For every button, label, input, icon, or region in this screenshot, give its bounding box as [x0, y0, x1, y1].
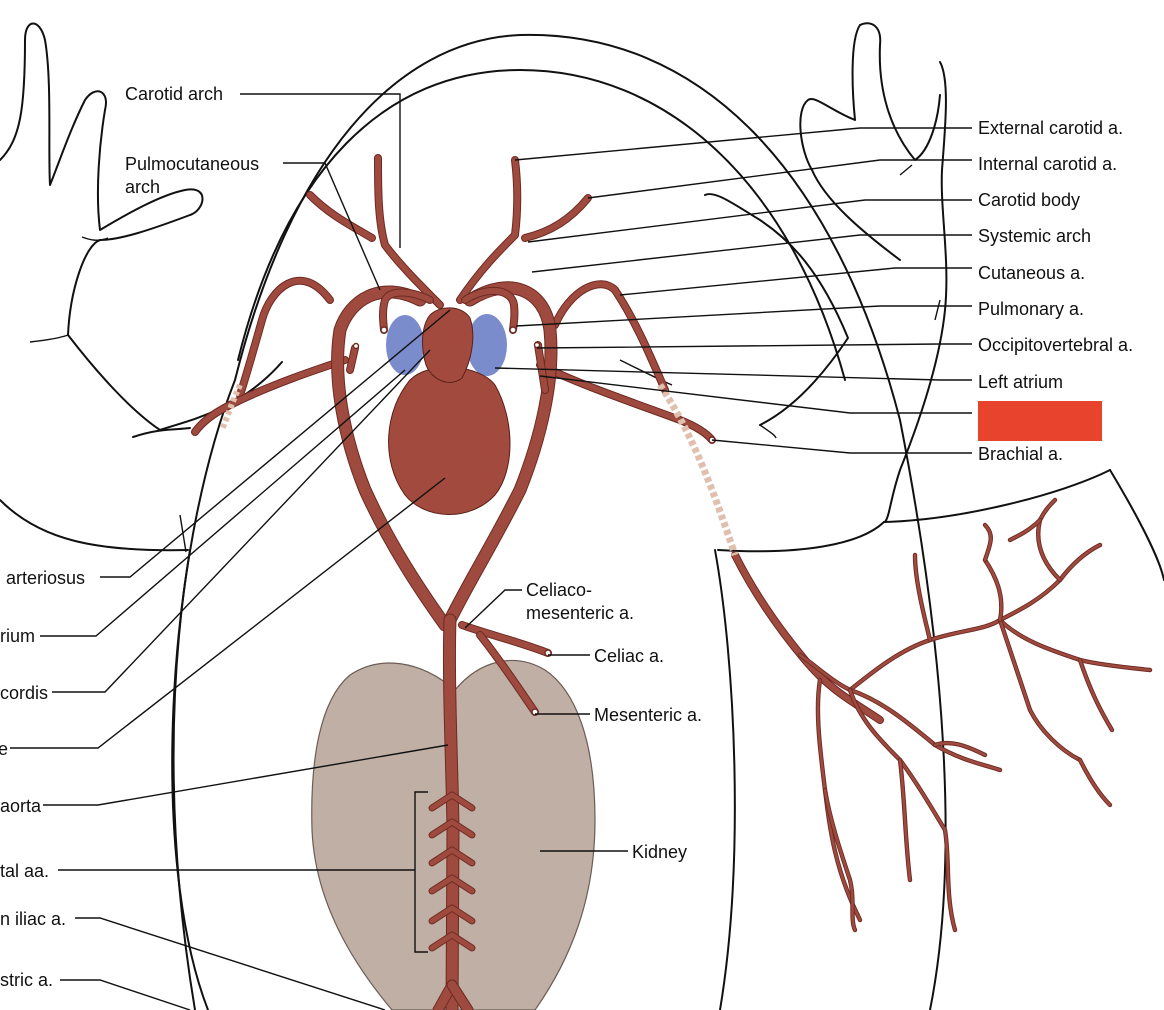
label-carotid-body: Carotid body — [978, 190, 1080, 210]
right-atrium — [386, 315, 424, 375]
mesenteric-artery — [477, 632, 538, 715]
leader-lines — [10, 93, 972, 1010]
arm-branch — [848, 688, 957, 932]
arm-branch — [1078, 758, 1112, 807]
right-iliac-artery — [447, 980, 473, 1010]
arm-branch — [983, 523, 993, 562]
right-cutaneous-artery — [552, 281, 668, 393]
heart — [386, 307, 511, 515]
arm-branch — [798, 618, 1002, 692]
arm-branch-outline — [997, 542, 1103, 623]
ventricle — [388, 366, 511, 515]
label-pulmonary: Pulmonary a. — [978, 299, 1084, 319]
internal-carotid-artery — [522, 195, 591, 241]
label-kidney: Kidney — [632, 842, 687, 862]
right-forelimb-outline — [619, 22, 1164, 581]
arm-branch — [1036, 498, 1062, 582]
arm-branch-outline — [997, 617, 1083, 763]
label-celiacomesenteric-line2: mesenteric a. — [526, 603, 634, 623]
dorsal-aorta — [443, 614, 459, 1010]
left-dashed-vessel — [219, 383, 243, 432]
right-occipito-branch — [535, 342, 548, 393]
label-mesenteric: Mesenteric a. — [594, 705, 702, 725]
label-celiac: Celiac a. — [594, 646, 664, 666]
arm-branch — [998, 618, 1152, 672]
label-epigastric-artery: stric a. — [0, 970, 53, 990]
arm-branch — [913, 553, 932, 642]
segmental-arteries — [428, 791, 476, 952]
label-right-atrium: rium — [0, 626, 35, 646]
left-cutaneous-artery — [237, 277, 333, 398]
arterial-vessels — [191, 154, 884, 1010]
right-arm-vessel-branches — [797, 497, 1153, 933]
right-pulmocutaneous-arch — [462, 287, 518, 333]
right-carotid-arch — [457, 157, 521, 303]
label-left-atrium: Left atrium — [978, 372, 1063, 392]
label-occipitovertebral: Occipitovertebral a. — [978, 335, 1133, 355]
label-dorsal-aorta: aorta — [0, 796, 42, 816]
hidden-label-box — [978, 401, 1102, 441]
label-brachial: Brachial a. — [978, 444, 1063, 464]
label-conus-arteriosus: arteriosus — [6, 568, 85, 588]
arm-branch-outline — [997, 617, 1153, 673]
arm-branch — [933, 741, 987, 757]
arm-branch-outline — [815, 677, 863, 923]
left-carotid-arch — [375, 155, 443, 308]
label-cutaneous: Cutaneous a. — [978, 263, 1085, 283]
label-carotid-arch: Carotid arch — [125, 84, 223, 104]
left-occipito-branch — [347, 345, 358, 373]
arm-branch — [983, 558, 1003, 622]
label-internal-carotid: Internal carotid a. — [978, 154, 1117, 174]
label-systemic-arch: Systemic arch — [978, 226, 1091, 246]
conus-arteriosus — [422, 307, 474, 383]
labels: Carotid arch Pulmocutaneous arch Externa… — [0, 84, 1133, 990]
arm-branch — [998, 618, 1082, 762]
left-carotid-branch — [307, 192, 375, 241]
label-iliac-artery: n iliac a. — [0, 909, 66, 929]
label-external-carotid: External carotid a. — [978, 118, 1123, 138]
arm-branch — [1078, 658, 1114, 732]
celiac-artery — [459, 622, 551, 656]
label-celiacomesenteric: Celiaco- — [526, 580, 592, 600]
arm-branch — [898, 758, 912, 882]
label-pulmocutaneous-arch-line2: arch — [125, 177, 160, 197]
right-dashed-vessel — [657, 383, 739, 557]
label-pulmocutaneous-arch: Pulmocutaneous — [125, 154, 259, 174]
left-brachial-artery — [192, 357, 348, 435]
left-atrium — [467, 314, 507, 376]
label-ventricle: e — [0, 739, 8, 759]
arm-branch — [1008, 518, 1042, 542]
right-systemic-arch — [444, 282, 557, 626]
left-pulmocutaneous-arch — [380, 289, 433, 333]
label-segmental-arteries: tal aa. — [0, 861, 49, 881]
left-forelimb-outline — [0, 22, 283, 553]
label-sinus-cordis: cordis — [0, 683, 48, 703]
arm-branch — [823, 788, 857, 932]
